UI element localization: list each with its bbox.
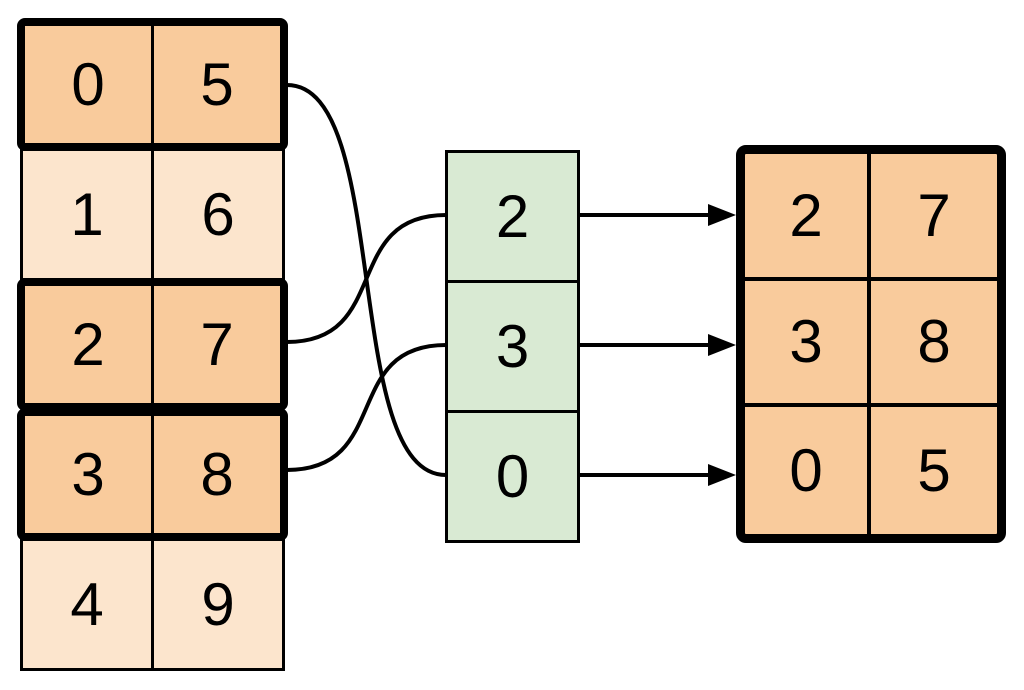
source-cell-2-0: 2 bbox=[25, 286, 154, 403]
source-row-0: 0 5 bbox=[17, 18, 288, 151]
output-cell-0-0: 2 bbox=[745, 154, 871, 281]
source-row-1: 1 6 bbox=[20, 148, 285, 281]
arrowhead-icon bbox=[708, 464, 736, 486]
output-cell-2-0: 0 bbox=[745, 407, 871, 534]
curve-source-row0-to-index0 bbox=[285, 83, 448, 477]
source-cell-1-0: 1 bbox=[23, 151, 154, 278]
source-cell-0-1: 5 bbox=[200, 51, 234, 118]
output-table: 2 7 3 8 0 5 bbox=[736, 145, 1006, 543]
source-row-2: 2 7 bbox=[17, 278, 288, 411]
index-column: 2 3 0 bbox=[445, 150, 580, 543]
source-row-3: 3 8 bbox=[17, 408, 288, 541]
source-row-4: 4 9 bbox=[20, 538, 285, 671]
source-table: 0 5 1 6 2 7 3 8 4 9 bbox=[17, 18, 288, 671]
output-cell-2-1: 5 bbox=[917, 437, 951, 505]
source-cell-4-1: 9 bbox=[201, 571, 235, 638]
source-cell-2-1: 7 bbox=[200, 311, 234, 378]
curve-source-row2-to-index2 bbox=[285, 213, 448, 344]
source-cell-4-0: 4 bbox=[23, 541, 154, 668]
output-cell-0-1: 7 bbox=[871, 154, 997, 281]
arrowhead-icon bbox=[708, 204, 736, 226]
source-cell-0-0: 0 bbox=[25, 26, 154, 143]
source-cell-3-1: 8 bbox=[200, 441, 234, 508]
index-cell-2: 0 bbox=[445, 410, 580, 543]
arrowhead-icon bbox=[708, 334, 736, 356]
index-cell-0: 2 bbox=[445, 150, 580, 283]
curve-source-row3-to-index3 bbox=[285, 343, 448, 472]
index-cell-1: 3 bbox=[445, 280, 580, 413]
output-cell-1-1: 8 bbox=[871, 281, 997, 408]
output-cell-1-0: 3 bbox=[745, 280, 871, 408]
source-cell-3-0: 3 bbox=[25, 416, 154, 533]
source-cell-1-1: 6 bbox=[201, 181, 235, 248]
